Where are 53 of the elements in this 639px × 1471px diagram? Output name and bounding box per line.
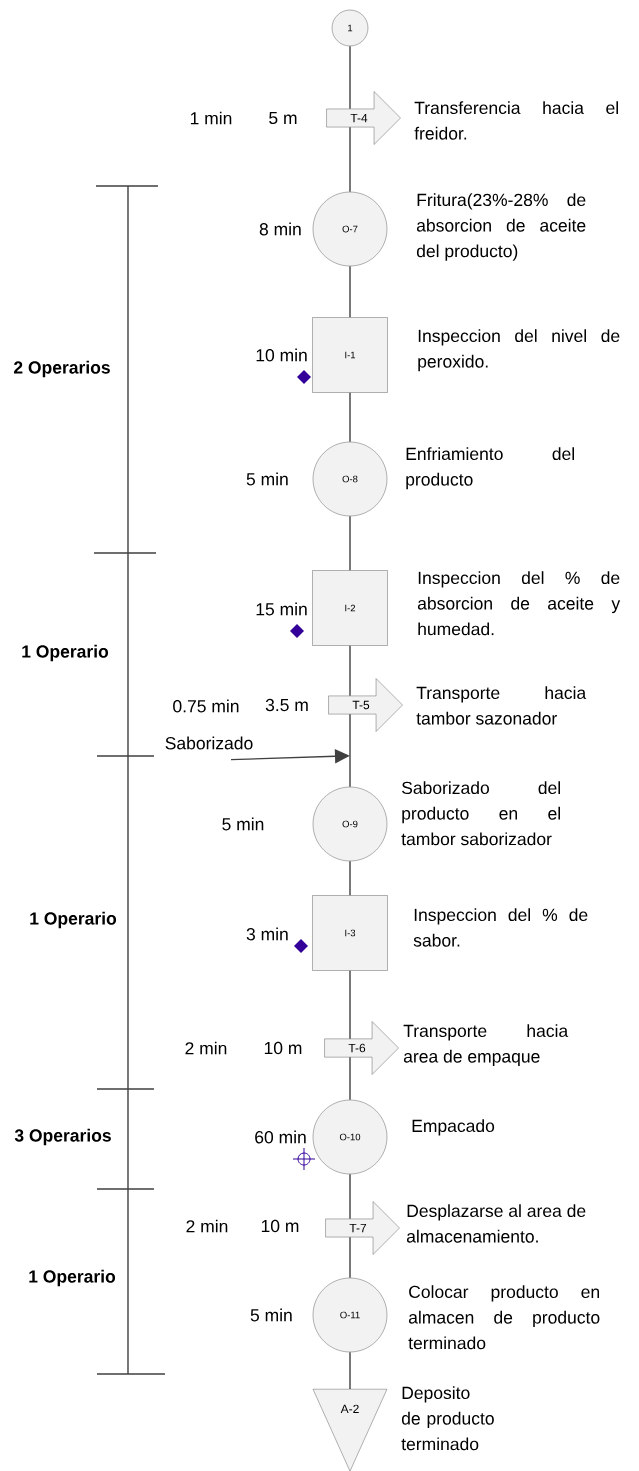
flow-line [349,126,351,193]
step-description: Colocar producto en almacen de producto terminado [408,1285,600,1350]
flow-line [349,515,351,571]
step-description: Desplazarse al area de almacenamiento. [406,1204,586,1243]
time-label: 15 min [256,602,307,616]
flow-line [349,392,351,443]
time-label: 5 min [222,817,264,831]
operator-label: 2 Operarios [14,360,110,378]
inspection-square: I-1 [312,317,388,393]
time-label: 10 min [256,348,307,362]
time-label: 2 min [186,1219,228,1233]
flow-line [349,645,351,697]
flow-line [349,1236,351,1279]
time-label: 5 min [246,472,288,486]
flow-line [349,860,351,896]
time-label: 10 m [264,1041,302,1055]
flow-line [349,45,351,110]
time-label: 5 m [269,111,297,125]
flow-line [349,1351,351,1390]
operator-label: 3 Operarios [14,1128,111,1146]
step-description: Enfriamiento del producto [406,447,574,490]
step-description: Inspeccion del nivel de peroxido. [418,329,620,372]
operator-label: 1 Operario [30,911,117,929]
step-description: Fritura(23%-28% de absorcion de aceite del producto) [416,193,586,261]
inspection-square: I-3 [312,895,388,971]
step-description: Inspeccion del % de sabor. [413,908,588,947]
time-label: 3 min [246,927,288,941]
time-label: 0.75 min [173,699,239,713]
storage-triangle: A-2 [312,1389,388,1471]
step-description: Empacado [412,1119,495,1136]
step-description: Saborizado del producto en el tambor saborizador [401,781,560,846]
time-label: 5 min [250,1308,292,1322]
flow-line [349,1173,351,1220]
step-description: Transporte hacia tambor sazonador [416,686,587,725]
flow-line [349,970,351,1040]
operator-label: 1 Operario [22,644,109,662]
step-description: Transporte hacia area de empaque [403,1024,569,1067]
operator-label: 1 Operario [29,1269,116,1287]
flow-line [349,265,351,318]
time-label: 2 min [185,1041,227,1055]
inspection-square: I-2 [312,570,388,646]
time-label: 3.5 m [265,698,308,712]
input-label: Saborizado [165,736,253,750]
time-label: 8 min [259,222,301,236]
time-label: 60 min [255,1130,306,1144]
flow-line [349,713,351,788]
time-label: 1 min [190,111,232,125]
step-description: Inspeccion del % de absorcion de aceite y humedad. [417,571,621,636]
arrow [230,749,350,764]
flow-line [349,1056,351,1101]
step-description: Transferencia hacia el freidor. [414,101,618,140]
step-description: Deposito de producto terminado [401,1386,494,1451]
time-label: 10 m [261,1219,299,1233]
